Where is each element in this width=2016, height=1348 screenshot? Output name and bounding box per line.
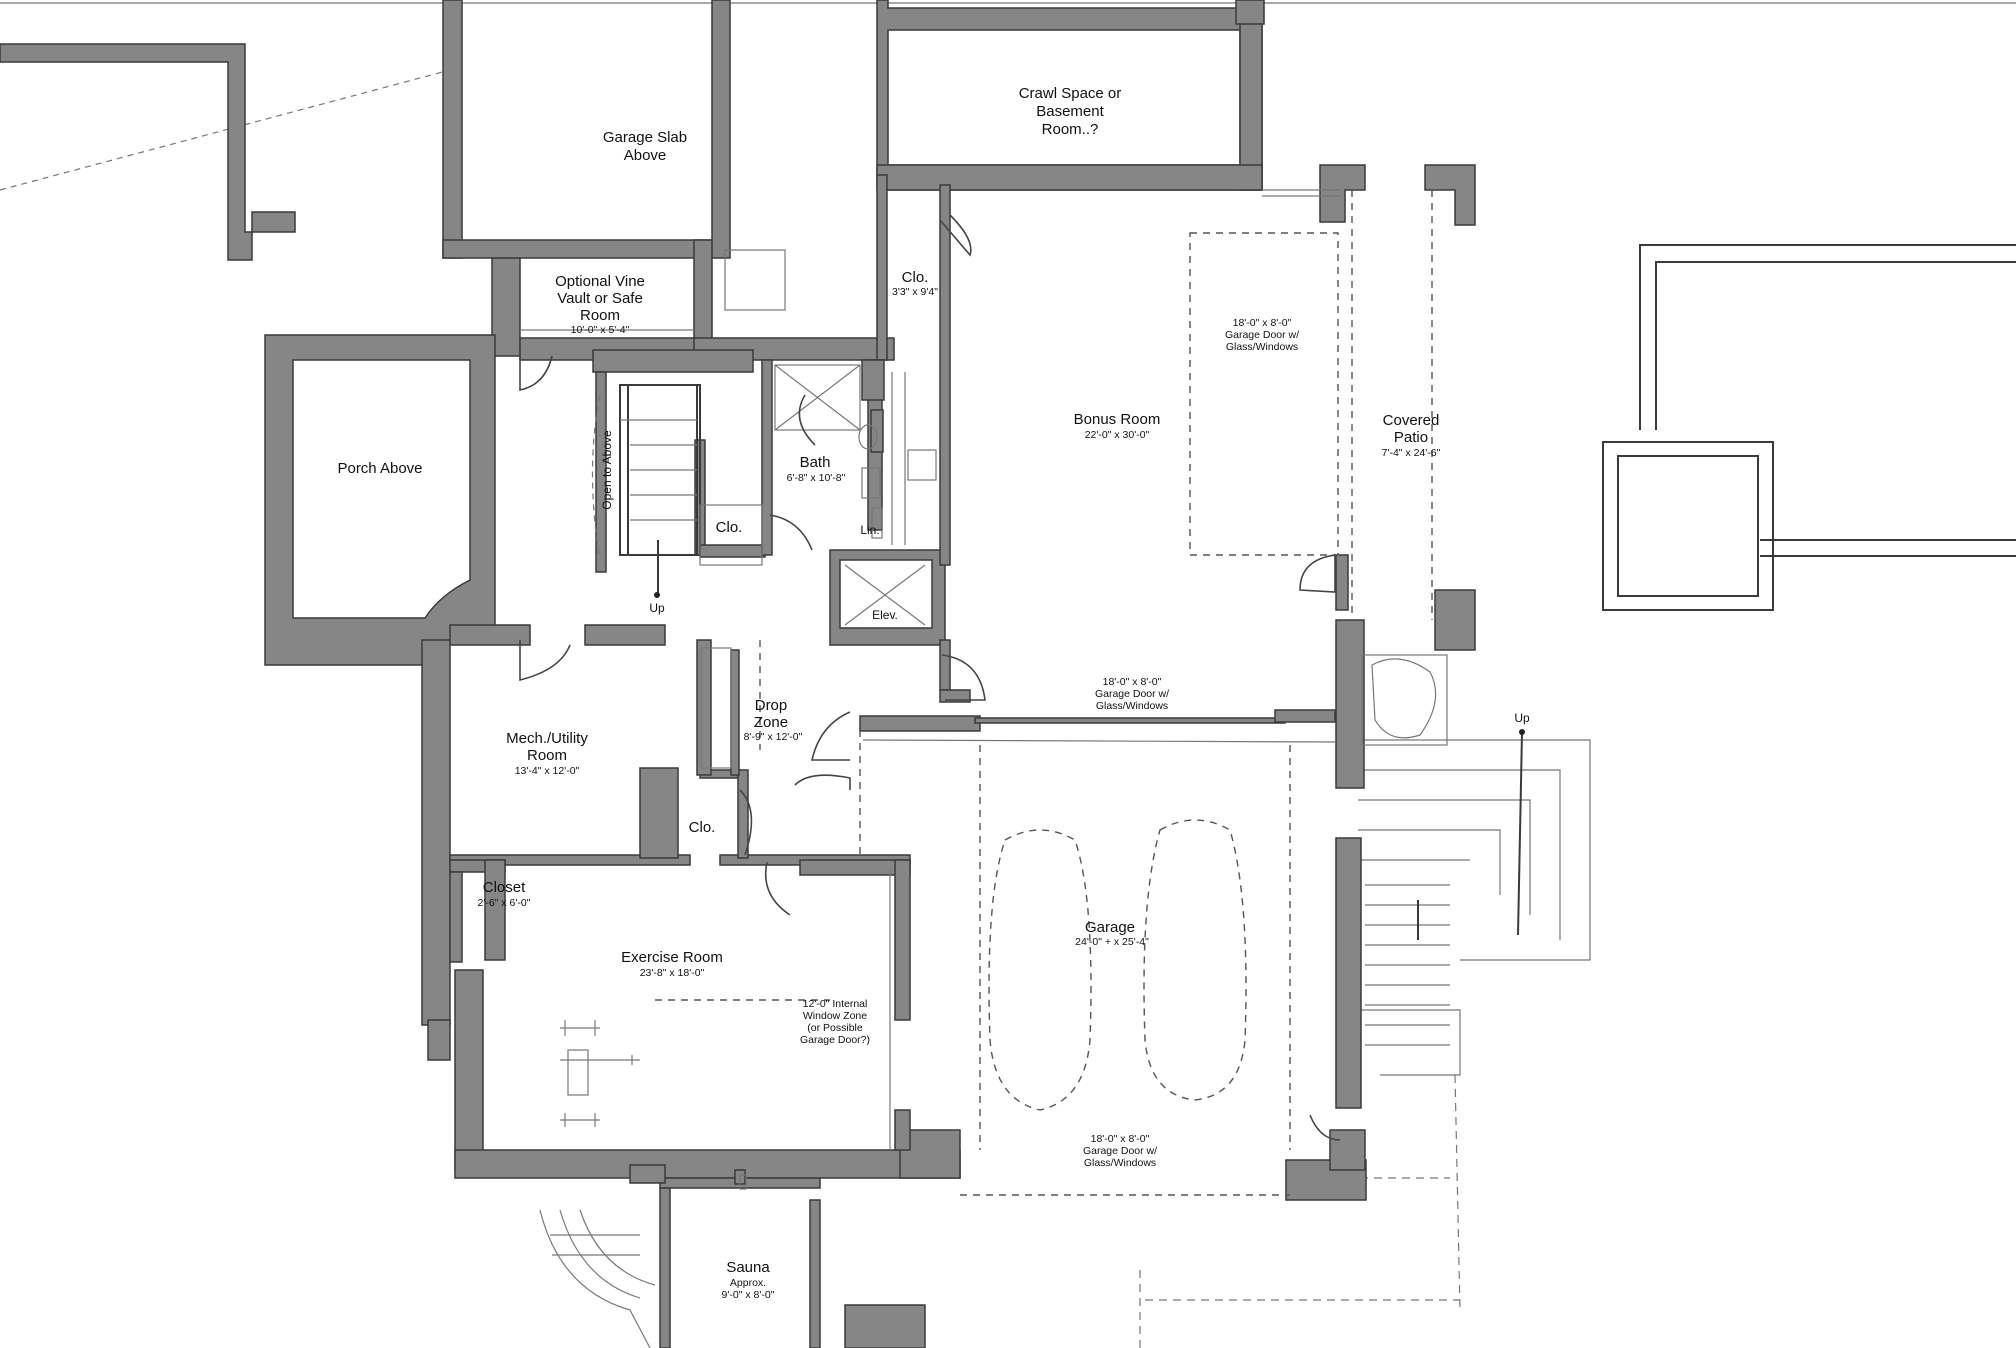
garage-door-mid-label-2: Garage Door w/: [1095, 688, 1169, 700]
bonus-room-dims: 22'-0" x 30'-0": [1085, 429, 1150, 441]
closet-exercise-label: Closet: [483, 879, 526, 896]
closet-top-dims: 3'3" x 9'4": [892, 286, 938, 298]
garage-door-bottom-label: 18'-0" x 8'-0": [1091, 1133, 1150, 1145]
stair-up-right-label: Up: [1514, 711, 1530, 725]
closet-exercise-dims: 2'-6" x 6'-0": [478, 897, 531, 909]
mech-room-label: Mech./Utility: [506, 730, 588, 747]
garage-slab-label-2: Above: [624, 147, 667, 164]
sauna-dims: 9'-0" x 8'-0": [722, 1289, 775, 1301]
closet-top-label: Clo.: [902, 269, 929, 286]
porch-label: Porch Above: [337, 460, 422, 477]
stair-up-left-label: Up: [649, 601, 665, 615]
sauna-label: Sauna: [726, 1259, 770, 1276]
crawl-space-label: Crawl Space or: [1019, 85, 1122, 102]
garage-slab-label: Garage Slab: [603, 129, 687, 146]
garage-door-mid-label-3: Glass/Windows: [1096, 700, 1168, 712]
drop-closet-label: Clo.: [689, 819, 716, 836]
covered-patio-dims: 7'-4" x 24'-6": [1382, 447, 1441, 459]
vine-vault-label-2: Vault or Safe: [557, 290, 643, 307]
covered-patio-label: Covered: [1383, 412, 1440, 429]
stair-closet-label: Clo.: [716, 519, 743, 536]
window-zone-label: 12'-0" Internal: [803, 998, 868, 1010]
crawl-space-label-3: Room..?: [1042, 121, 1099, 138]
elevator-label: Elev.: [872, 608, 898, 622]
window-zone-label-2: Window Zone: [803, 1010, 867, 1022]
garage-label: Garage: [1085, 919, 1135, 936]
exercise-room-dims: 23'-8" x 18'-0": [640, 967, 705, 979]
walls: [0, 0, 1476, 1348]
door-swings: [519, 214, 1341, 1141]
drop-zone-dims: 8'-9" x 12'-0": [744, 731, 803, 743]
open-to-above-label: Open to Above: [600, 430, 614, 510]
window-zone-label-4: Garage Door?): [800, 1034, 870, 1046]
bonus-garage-door-label-3: Glass/Windows: [1226, 341, 1298, 353]
garage-dims: 24'-0" + x 25'-4": [1075, 936, 1149, 948]
exercise-room-label: Exercise Room: [621, 949, 723, 966]
bath-dims: 6'-8" x 10'-8": [787, 472, 846, 484]
exercise-equipment: [560, 1020, 640, 1127]
window-zone-label-3: (or Possible: [807, 1022, 863, 1034]
drop-zone-label: Drop: [755, 697, 788, 714]
bonus-room-label: Bonus Room: [1074, 411, 1161, 428]
vine-vault-dims: 10'-0" x 5'-4": [571, 324, 630, 336]
drop-zone-label-2: Zone: [754, 714, 788, 731]
garage-door-bottom-label-2: Garage Door w/: [1083, 1145, 1157, 1157]
garage-door-bottom-label-3: Glass/Windows: [1084, 1157, 1156, 1169]
vine-vault-label: Optional Vine: [555, 273, 645, 290]
bath-label: Bath: [800, 454, 831, 471]
room-labels: Garage Slab Above Crawl Space or Basemen…: [337, 85, 1530, 1301]
mech-room-dims: 13'-4" x 12'-0": [515, 765, 580, 777]
mech-room-label-2: Room: [527, 747, 567, 764]
sauna-label-2: Approx.: [730, 1277, 766, 1289]
bonus-garage-door-label-2: Garage Door w/: [1225, 329, 1299, 341]
covered-patio-label-2: Patio: [1394, 429, 1428, 446]
garage-door-mid-label: 18'-0" x 8'-0": [1103, 676, 1162, 688]
vine-vault-label-3: Room: [580, 307, 620, 324]
bonus-garage-door-label: 18'-0" x 8'-0": [1233, 317, 1292, 329]
linen-label: Lin.: [860, 523, 879, 537]
crawl-space-label-2: Basement: [1036, 103, 1104, 120]
interior-details: [520, 189, 1525, 1196]
